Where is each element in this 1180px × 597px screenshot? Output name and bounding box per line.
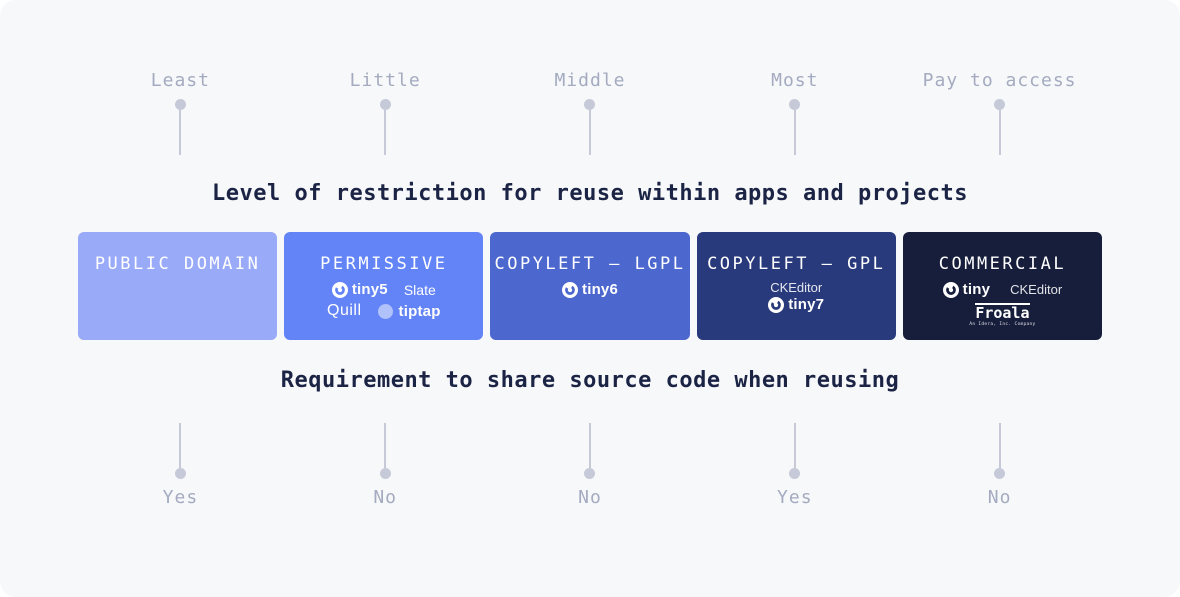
pin-icon [584,99,596,155]
axis-label-yes: Yes [162,487,199,508]
restriction-axis-pins [78,99,1102,155]
share-source-axis-labels: Yes No No Yes No [78,487,1102,508]
ckeditor-logo: CKEditor [1010,282,1063,297]
axis-label-middle: Middle [554,70,626,91]
axis-label-least: Least [150,70,210,91]
quill-logo: Quill [327,302,362,319]
axis-label-most: Most [771,70,819,91]
axis-label-pay-to-access: Pay to access [922,70,1077,91]
pin-icon [174,99,186,155]
pin-icon [379,423,391,479]
tiny-icon [768,296,785,313]
tiny5-logo: tiny5 [331,281,388,298]
card-commercial: COMMERCIAL tiny CKEditor Froala An Idera… [902,232,1103,340]
ckeditor-logo: CKEditor [770,280,823,295]
restriction-section-title: Level of restriction for reuse within ap… [212,181,968,206]
tiptap-logo: tiptap [377,303,441,320]
share-source-section-title: Requirement to share source code when re… [280,368,900,393]
pin-icon [379,99,391,155]
pin-icon [789,99,801,155]
axis-label-little: Little [349,70,421,91]
tiny-icon [331,281,348,298]
restriction-axis-labels: Least Little Middle Most Pay to access [78,70,1102,91]
card-copyleft-gpl: COPYLEFT — GPL CKEditor tiny7 [696,232,896,340]
axis-label-no: No [578,487,602,508]
pin-icon [994,99,1006,155]
axis-label-no: No [987,487,1012,508]
tiny7-logo: tiny7 [768,296,824,313]
card-copyleft-lgpl: COPYLEFT — LGPL tiny6 [490,232,690,340]
tiny-icon [942,281,959,298]
tiptap-icon [377,303,393,319]
license-cards-row: PUBLIC DOMAIN PERMISSIVE tiny5 Slate Qui… [78,232,1103,340]
pin-icon [789,423,801,479]
tiny-icon [562,281,578,298]
tiny6-logo: tiny6 [562,281,618,298]
card-permissive: PERMISSIVE tiny5 Slate Quill tiptap [284,232,484,340]
tiny-logo: tiny [942,281,990,298]
axis-label-yes: Yes [777,487,813,508]
slate-logo: Slate [403,281,436,298]
card-title-copyleft-gpl: COPYLEFT — GPL [707,254,886,274]
card-public-domain: PUBLIC DOMAIN [78,232,278,340]
card-title-permissive: PERMISSIVE [320,254,448,274]
pin-icon [994,423,1006,479]
pin-icon [584,423,596,479]
card-title-commercial: COMMERCIAL [938,254,1067,274]
card-title-public-domain: PUBLIC DOMAIN [94,254,261,274]
pin-icon [174,423,186,479]
card-title-copyleft-lgpl: COPYLEFT — LGPL [494,254,686,274]
share-source-axis-pins [78,423,1102,479]
froala-logo: Froala An Idera, Inc. Company [969,303,1036,327]
axis-label-no: No [373,487,398,508]
